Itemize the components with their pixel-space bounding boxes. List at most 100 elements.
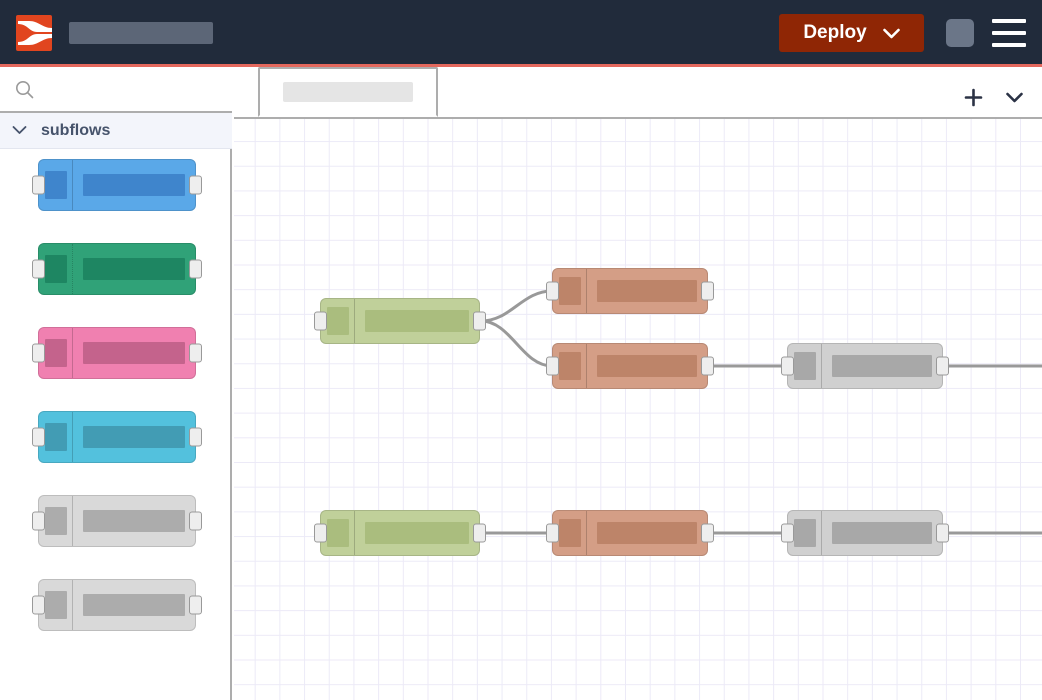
node-input-port[interactable] <box>32 427 45 447</box>
node-label-redacted <box>597 280 697 302</box>
node-input-port[interactable] <box>314 523 327 543</box>
node-type-icon <box>793 352 816 380</box>
wire-inject-top-to-function-a[interactable] <box>480 289 553 323</box>
node-label-redacted <box>597 355 697 377</box>
palette-node-list <box>0 149 230 631</box>
node-type-icon <box>793 519 816 547</box>
palette-search-bar[interactable] <box>0 67 232 113</box>
node-type-icon <box>326 519 349 547</box>
node-label-redacted <box>83 342 185 364</box>
node-output-port[interactable] <box>936 356 949 376</box>
deploy-button[interactable]: Deploy <box>779 14 924 52</box>
canvas-node-function-a[interactable] <box>546 268 714 314</box>
canvas-node-function-c[interactable] <box>546 510 714 556</box>
node-label-cell <box>587 269 707 313</box>
palette-sidebar: subflows <box>0 67 232 700</box>
app-title-redacted <box>69 22 213 44</box>
node-input-port[interactable] <box>32 259 45 279</box>
node-type-icon <box>558 277 581 305</box>
node-output-port[interactable] <box>189 595 202 615</box>
hamburger-bar <box>992 19 1026 23</box>
node-label-cell <box>355 299 479 343</box>
node-input-port[interactable] <box>32 343 45 363</box>
canvas-node-debug-bot[interactable] <box>781 510 949 556</box>
hamburger-bar <box>992 43 1026 47</box>
node-input-port[interactable] <box>32 175 45 195</box>
node-output-port[interactable] <box>189 511 202 531</box>
flow-canvas[interactable] <box>234 67 1042 700</box>
node-icon-cell <box>553 511 587 555</box>
node-label-cell <box>73 244 195 294</box>
node-label-redacted <box>832 522 932 544</box>
hamburger-bar <box>992 31 1026 35</box>
node-input-port[interactable] <box>781 356 794 376</box>
node-icon-cell <box>39 412 73 462</box>
node-label-redacted <box>597 522 697 544</box>
node-icon-cell <box>321 511 355 555</box>
node-label-cell <box>73 580 195 630</box>
node-output-port[interactable] <box>473 311 486 331</box>
palette-node-4[interactable] <box>32 411 202 463</box>
tab-active-flow[interactable] <box>258 67 438 117</box>
node-input-port[interactable] <box>546 356 559 376</box>
wire-inject-top-to-function-b[interactable] <box>480 319 553 368</box>
header-accent-bar <box>0 64 1042 67</box>
node-label-cell <box>587 511 707 555</box>
node-input-port[interactable] <box>546 281 559 301</box>
chevron-down-icon[interactable] <box>882 28 900 39</box>
node-input-port[interactable] <box>781 523 794 543</box>
chevron-down-icon <box>12 122 27 140</box>
node-input-port[interactable] <box>32 511 45 531</box>
node-label-cell <box>822 511 942 555</box>
node-label-cell <box>73 496 195 546</box>
node-input-port[interactable] <box>32 595 45 615</box>
canvas-node-inject-top[interactable] <box>314 298 486 344</box>
hamburger-menu-icon[interactable] <box>992 19 1026 47</box>
canvas-node-debug-top[interactable] <box>781 343 949 389</box>
flow-wire-layer <box>480 289 1042 535</box>
plus-icon[interactable] <box>964 88 983 107</box>
node-output-port[interactable] <box>189 259 202 279</box>
flow-node-layer <box>234 119 1042 700</box>
node-type-icon <box>558 352 581 380</box>
canvas-node-inject-bot[interactable] <box>314 510 486 556</box>
palette-category-subflows[interactable]: subflows <box>0 113 232 149</box>
node-type-icon <box>326 307 349 335</box>
palette-search-input[interactable] <box>34 81 232 97</box>
node-input-port[interactable] <box>314 311 327 331</box>
node-label-redacted <box>365 522 469 544</box>
tab-label-redacted <box>283 82 413 102</box>
node-output-port[interactable] <box>189 343 202 363</box>
palette-node-5[interactable] <box>32 495 202 547</box>
palette-node-3[interactable] <box>32 327 202 379</box>
node-icon-cell <box>39 244 73 294</box>
node-output-port[interactable] <box>473 523 486 543</box>
node-red-logo-icon[interactable] <box>16 15 52 51</box>
node-output-port[interactable] <box>189 427 202 447</box>
node-type-icon <box>44 255 67 283</box>
node-icon-cell <box>321 299 355 343</box>
node-input-port[interactable] <box>546 523 559 543</box>
search-icon <box>15 80 34 99</box>
node-output-port[interactable] <box>936 523 949 543</box>
tab-controls <box>964 88 1024 107</box>
node-label-redacted <box>832 355 932 377</box>
palette-node-1[interactable] <box>32 159 202 211</box>
user-menu-placeholder[interactable] <box>946 19 974 47</box>
node-icon-cell <box>553 269 587 313</box>
node-icon-cell <box>788 344 822 388</box>
node-label-cell <box>587 344 707 388</box>
node-type-icon <box>44 591 67 619</box>
palette-category-label: subflows <box>41 121 111 139</box>
node-label-redacted <box>83 594 185 616</box>
node-output-port[interactable] <box>189 175 202 195</box>
chevron-down-icon[interactable] <box>1005 91 1024 104</box>
palette-node-6[interactable] <box>32 579 202 631</box>
node-output-port[interactable] <box>701 523 714 543</box>
node-label-cell <box>73 160 195 210</box>
node-output-port[interactable] <box>701 356 714 376</box>
canvas-node-function-b[interactable] <box>546 343 714 389</box>
node-output-port[interactable] <box>701 281 714 301</box>
palette-node-2[interactable] <box>32 243 202 295</box>
